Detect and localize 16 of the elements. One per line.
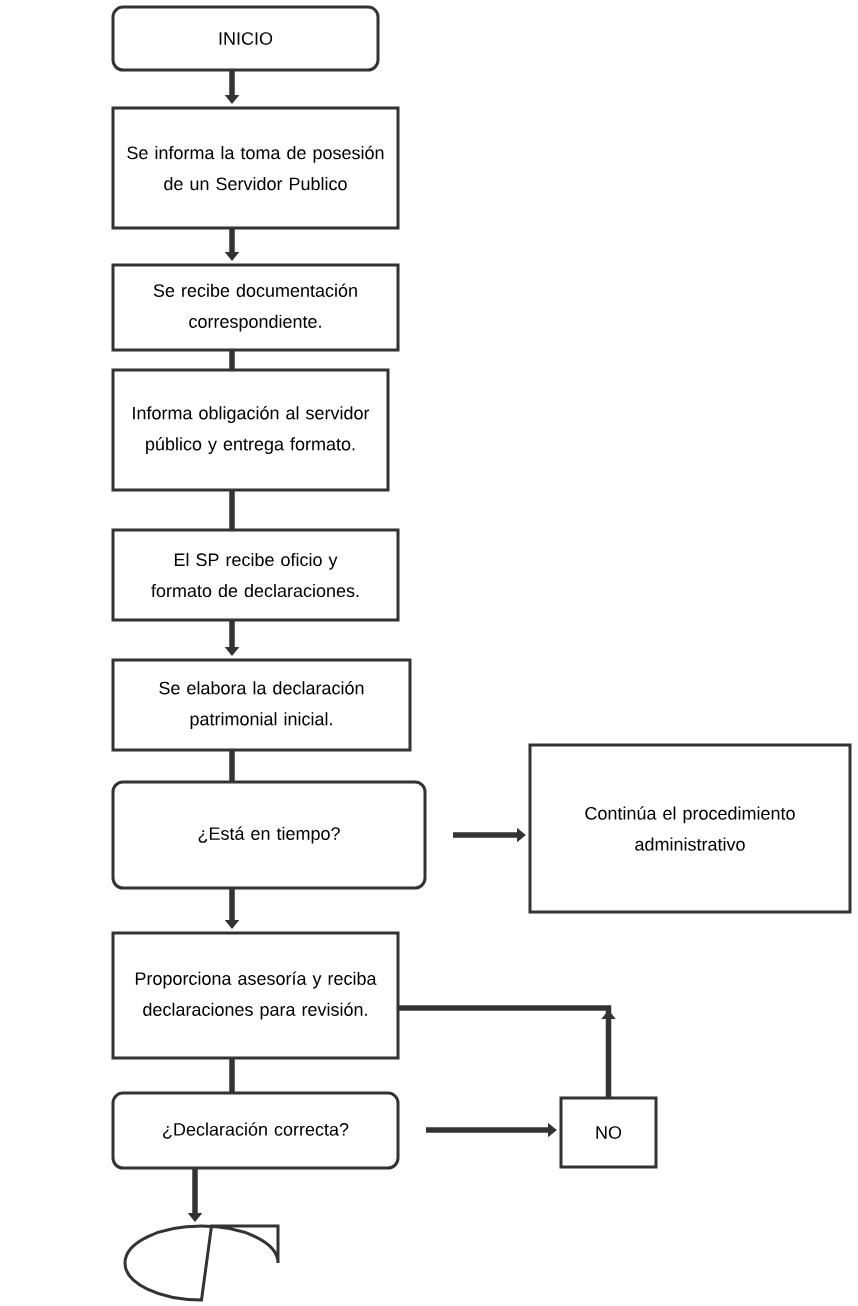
process-box: Informa obligación al servidor público y entrega formato. [111, 368, 390, 492]
decision-box: ¿Está en tiempo? [111, 780, 427, 890]
process-box: Se informa la toma de posesión de un Servidor Publico [111, 106, 400, 230]
start-box: INICIO [111, 5, 380, 72]
decision-box: ¿Declaración correcta? [111, 1091, 400, 1170]
process-box: Se recibe documentación correspondiente. [111, 263, 400, 352]
connector-line [229, 350, 235, 370]
process-box: Proporciona asesoría y reciba declaraciones para revisión. [111, 931, 400, 1060]
process-box: Continúa el procedimiento administrativo [528, 743, 852, 914]
connector-line [229, 750, 235, 782]
answer-box: NO [559, 1096, 658, 1169]
terminal-shape [123, 1224, 280, 1302]
connector-line [229, 490, 235, 530]
process-box: Se elabora la declaración patrimonial inicial. [111, 658, 412, 752]
connector-line [229, 1058, 235, 1093]
process-box: El SP recibe oficio y formato de declaraciones. [111, 528, 400, 622]
